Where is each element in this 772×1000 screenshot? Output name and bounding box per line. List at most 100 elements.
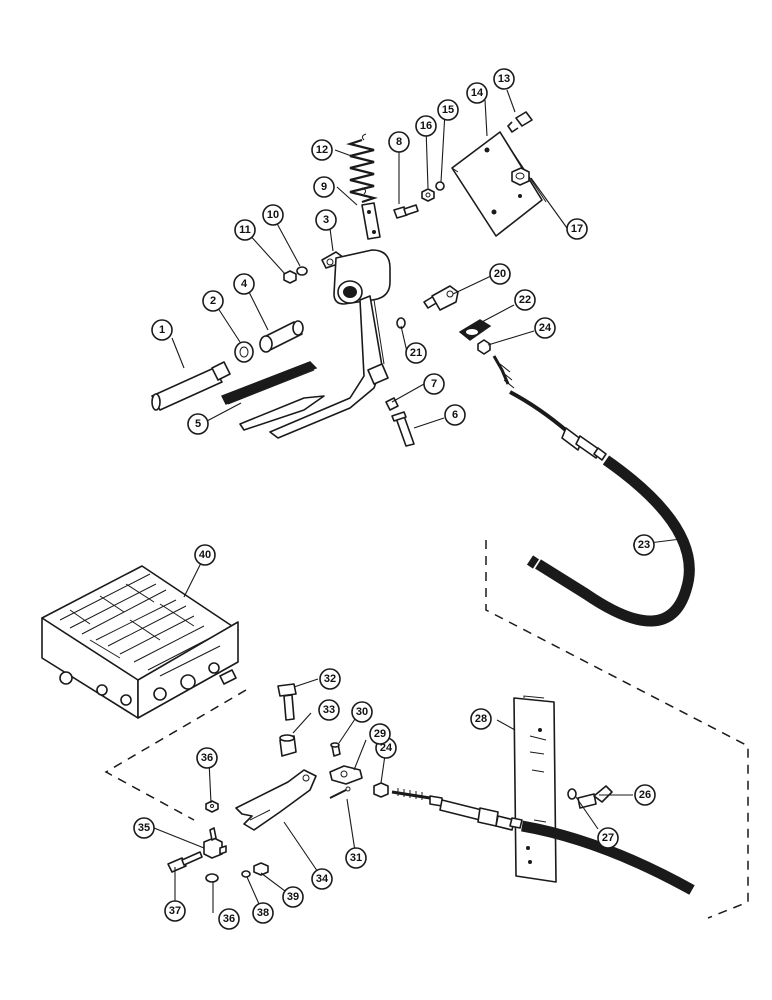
callout-4: 4 [233, 273, 255, 295]
link-plate-9 [361, 202, 381, 240]
callout-36-lower: 36 [218, 908, 240, 930]
bolt-8 [393, 204, 419, 219]
callout-label: 23 [638, 539, 650, 551]
callout-20: 20 [489, 263, 511, 285]
callout-label: 33 [323, 704, 335, 716]
callout-label: 20 [494, 268, 506, 280]
callout-15: 15 [437, 99, 459, 121]
callout-26: 26 [634, 784, 656, 806]
pedal-pad-5 [221, 361, 318, 405]
callout-3: 3 [315, 209, 337, 231]
callout-label: 21 [410, 347, 422, 359]
washer-15 [435, 181, 445, 191]
nut-36-upper [205, 800, 219, 813]
callout-label: 14 [471, 87, 484, 99]
callout-label: 30 [356, 706, 368, 718]
callout-label: 39 [287, 891, 299, 903]
callout-8: 8 [388, 131, 410, 153]
nut-24-lower [373, 782, 389, 798]
valve-body-40 [41, 565, 239, 719]
pin-30 [330, 742, 341, 757]
bracket-14 [451, 131, 547, 237]
callout-label: 5 [195, 418, 201, 430]
callout-label: 1 [159, 324, 165, 336]
callout-22: 22 [514, 289, 536, 311]
washer-38 [241, 870, 251, 878]
callout-24-upper: 24 [534, 317, 556, 339]
callout-label: 11 [239, 224, 251, 236]
callout-40: 40 [194, 544, 216, 566]
callout-label: 40 [199, 549, 211, 561]
callout-21: 21 [405, 342, 427, 364]
callout-label: 10 [267, 209, 279, 221]
callout-label: 8 [396, 136, 402, 148]
callout-label: 29 [374, 728, 386, 740]
callout-13: 13 [493, 68, 515, 90]
callout-1: 1 [151, 319, 173, 341]
callout-label: 12 [316, 144, 328, 156]
cable-lower [391, 788, 695, 895]
callout-17: 17 [566, 218, 588, 240]
callout-32: 32 [319, 668, 341, 690]
callout-label: 34 [316, 873, 329, 885]
bushing-4 [259, 320, 304, 353]
spacer-7 [385, 397, 399, 411]
callout-10: 10 [262, 204, 284, 226]
callout-label: 37 [169, 905, 181, 917]
washer-10 [296, 266, 308, 276]
callout-33: 33 [318, 699, 340, 721]
spring-12 [346, 133, 378, 204]
lever-34 [235, 769, 317, 831]
callout-label: 17 [571, 223, 583, 235]
bolt-26 [577, 785, 613, 809]
block-35 [203, 827, 227, 859]
callout-label: 7 [431, 378, 437, 390]
callout-label: 3 [323, 214, 329, 226]
callout-label: 32 [324, 673, 336, 685]
callout-23: 23 [633, 534, 655, 556]
callout-29: 29 [369, 723, 391, 745]
bearing-2 [234, 341, 254, 363]
bolt-37 [167, 851, 203, 873]
ball-joint-20 [423, 285, 459, 311]
callout-28: 28 [470, 708, 492, 730]
callout-label: 24 [539, 322, 552, 334]
callout-label: 36 [201, 752, 213, 764]
bolt-13 [507, 111, 533, 133]
callout-label: 6 [452, 409, 458, 421]
cable-route-outline [485, 540, 749, 919]
callout-12: 12 [311, 139, 333, 161]
callout-36-upper: 36 [196, 747, 218, 769]
callout-bubbles: 1 2 3 4 5 6 7 8 9 10 11 12 13 14 15 16 1… [133, 68, 656, 930]
callout-34: 34 [311, 868, 333, 890]
callout-label: 24 [380, 742, 393, 754]
nut-17 [511, 167, 530, 186]
shaft-1 [151, 361, 231, 411]
callout-14: 14 [466, 82, 488, 104]
callout-39: 39 [282, 886, 304, 908]
callout-7: 7 [423, 373, 445, 395]
nut-24-upper [477, 339, 491, 355]
valve-link-outline [104, 689, 247, 821]
nut-11 [283, 270, 297, 284]
callout-label: 35 [138, 822, 150, 834]
lock-nut-22 [458, 319, 492, 341]
callout-31: 31 [345, 847, 367, 869]
callout-16: 16 [415, 115, 437, 137]
callout-27: 27 [597, 827, 619, 849]
callout-label: 28 [475, 713, 487, 725]
callout-5: 5 [187, 413, 209, 435]
callout-6: 6 [444, 404, 466, 426]
callout-11: 11 [234, 219, 256, 241]
callout-30: 30 [351, 701, 373, 723]
leader-lines [153, 89, 682, 914]
callout-35: 35 [133, 817, 155, 839]
callout-2: 2 [202, 290, 224, 312]
callout-label: 22 [519, 294, 531, 306]
callout-9: 9 [313, 176, 335, 198]
callout-label: 36 [223, 913, 235, 925]
bracket-28 [513, 695, 557, 883]
cotter-pin-31 [329, 786, 351, 799]
